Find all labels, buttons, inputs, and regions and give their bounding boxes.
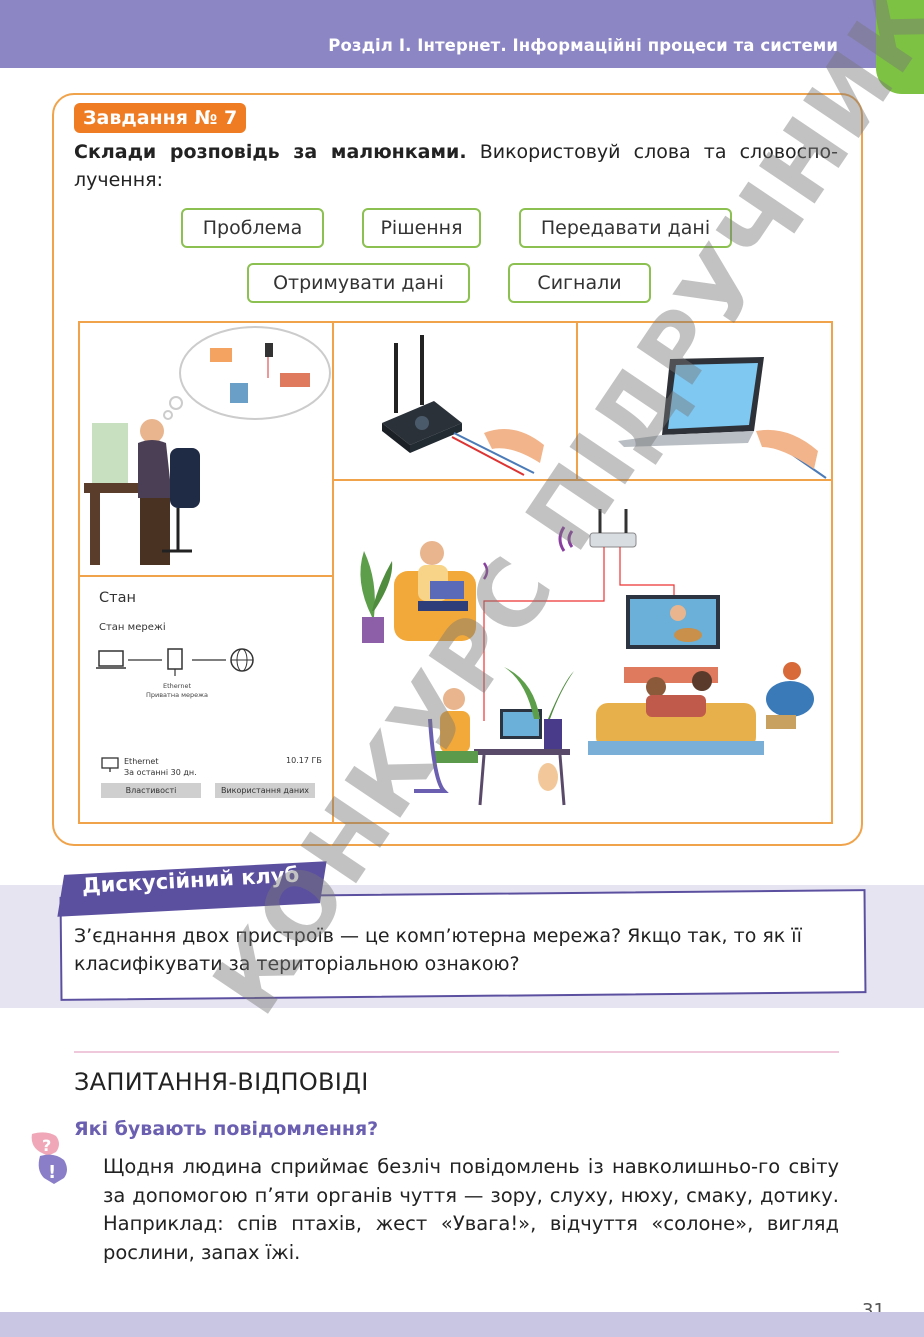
properties-button: Властивості	[101, 783, 201, 798]
word-box-solution: Рішення	[362, 208, 481, 248]
network-diagram	[96, 648, 254, 676]
discussion-text: З’єднання двох пристроїв — це комп’ютерн…	[74, 925, 802, 975]
task-text: Склади розповідь за малюнками. Використо…	[74, 138, 838, 194]
footer-bar	[0, 1312, 924, 1337]
qa-question: Які бувають повідомлення?	[74, 1118, 379, 1140]
laptop-illustration	[618, 357, 827, 479]
word-box-signals: Сигнали	[508, 263, 651, 303]
word-box-send-data: Передавати дані	[519, 208, 732, 248]
chapter-title: Розділ І. Інтернет. Інформаційні процеси…	[328, 36, 838, 55]
status-subtitle: Стан мережі	[99, 622, 166, 633]
svg-text:?: ?	[42, 1136, 51, 1155]
programmer-illustration	[84, 326, 331, 565]
word-box-receive-data: Отримувати дані	[247, 263, 470, 303]
header-bar	[0, 0, 876, 68]
status-title: Стан	[99, 590, 136, 606]
illustration-grid	[78, 321, 833, 824]
task-lead: Склади розповідь за малюнками.	[74, 141, 467, 163]
grid-divider-horizontal-2	[78, 575, 334, 577]
router-illustration	[382, 335, 544, 476]
header-tab	[876, 0, 924, 94]
section-divider	[74, 1051, 839, 1053]
laptop-icon	[98, 650, 124, 667]
qa-title: ЗАПИТАННЯ-ВІДПОВІДІ	[74, 1068, 369, 1096]
task-badge: Завдання № 7	[74, 103, 247, 133]
grid-divider-horizontal	[332, 479, 833, 481]
home-network-illustration	[360, 509, 814, 806]
data-size: 10.17 ГБ	[286, 756, 322, 765]
task-box	[52, 93, 863, 846]
grid-divider-vertical-2	[576, 321, 578, 481]
word-box-problem: Проблема	[181, 208, 324, 248]
qa-answer: Щодня людина сприймає безліч повідомлень…	[103, 1155, 839, 1264]
grid-divider-vertical	[332, 321, 334, 824]
data-usage-button: Використання даних	[215, 783, 315, 798]
ethernet-port-icon	[167, 648, 183, 670]
question-answer-icon: ? !	[31, 1132, 67, 1184]
task-instruction: Використовуй слова та словоспо-лучення:	[74, 141, 838, 191]
svg-text:!: !	[48, 1162, 56, 1183]
network-adapter-icon	[101, 757, 119, 772]
